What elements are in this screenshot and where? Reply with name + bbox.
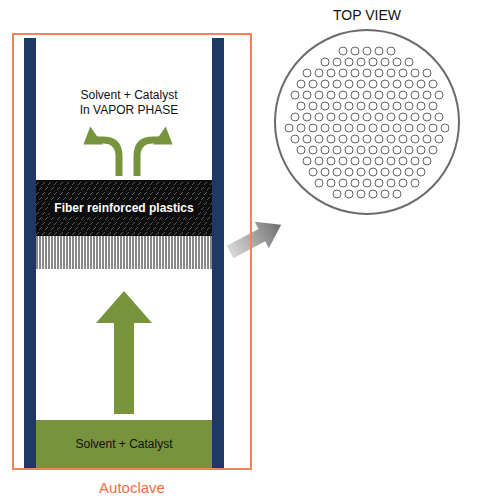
view-arrow (223, 212, 288, 266)
autoclave-wall (24, 38, 36, 468)
view-heading: TOP VIEW (276, 7, 458, 23)
solution-band: Solvent + Catalyst (36, 420, 212, 468)
view-arrow-shape (223, 212, 288, 266)
vapor-arrow-head (77, 126, 103, 153)
vapor-label: Solvent + Catalyst In VAPOR PHASE (76, 88, 182, 118)
vapor-arrow-head (153, 126, 179, 153)
band-label: Solvent + Catalyst (71, 436, 176, 452)
vapor-arrow-right (137, 140, 160, 176)
vapor-arrow-left (96, 140, 119, 176)
autoclave-wall (212, 38, 224, 468)
hole-pattern (276, 31, 458, 213)
vessel-label: Autoclave (14, 479, 250, 496)
perforated-plate (36, 236, 212, 269)
vapor-arrows (96, 140, 160, 176)
top-view-plate: TOP VIEW (274, 29, 460, 215)
fiber-band: Fiber reinforced plastics (36, 180, 212, 236)
band-label: Fiber reinforced plastics (50, 200, 197, 216)
flow-arrow (96, 291, 152, 414)
